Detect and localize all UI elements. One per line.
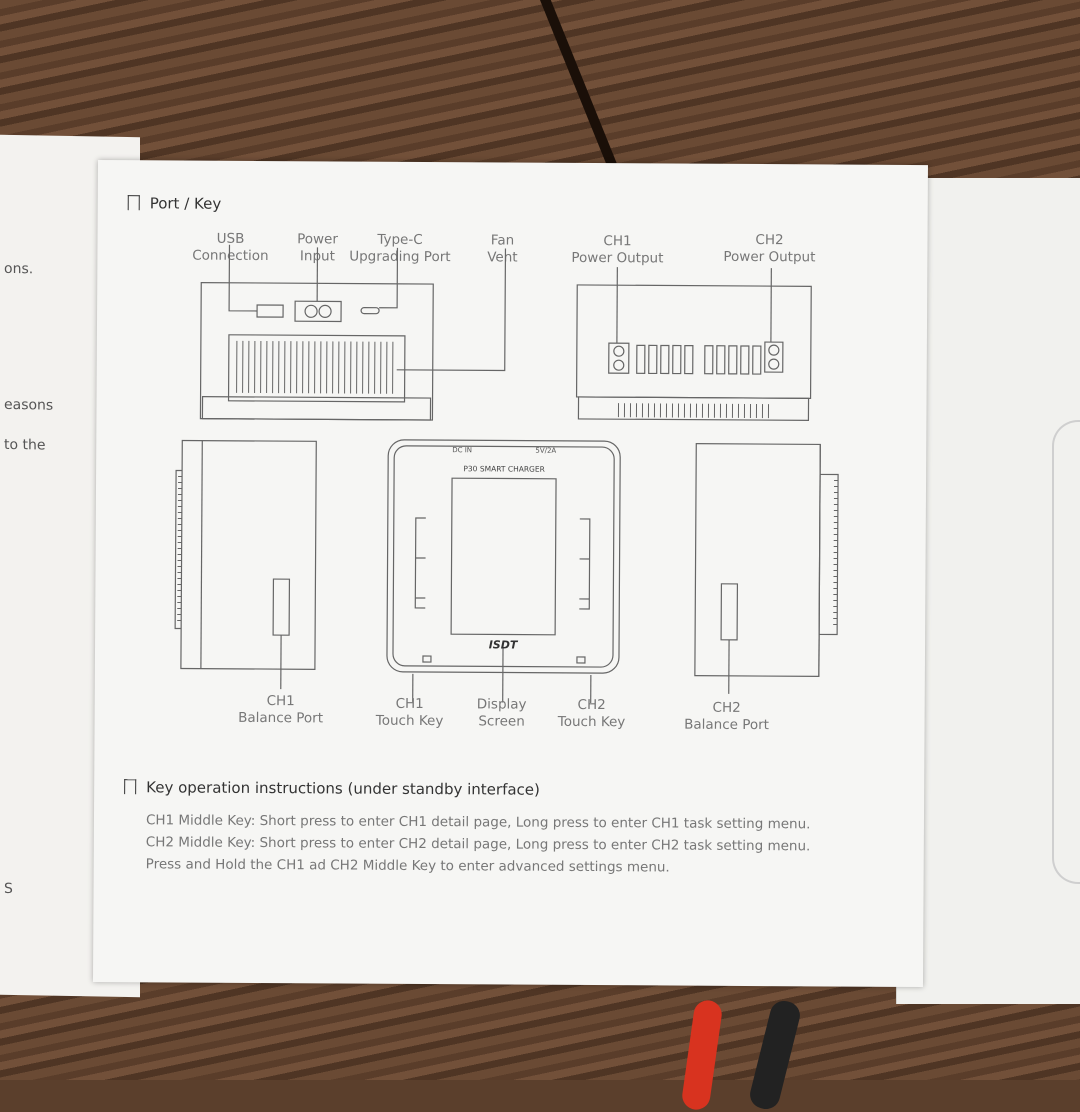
charger-top-view [386,439,621,704]
right-page-device-outline [1052,420,1080,884]
left-page-text-2: easons [4,396,54,414]
charger-side-outputs-view [575,267,812,421]
display-screen-outline [450,477,557,636]
model-name: P30 SMART CHARGER [463,464,545,474]
charger-right-side-view [694,443,839,694]
charger-rear-view [199,244,507,421]
dc-in-label: DC IN [452,446,473,455]
brand-logo: ISDT [488,638,518,652]
instruction-line-3: Press and Hold the CH1 ad CH2 Middle Key… [145,856,670,876]
left-page-text-1: ons. [4,260,34,278]
charger-left-side-view [174,439,317,690]
usb-rating-label: 5V/2A [535,446,557,455]
left-page-text-3: to the [4,436,46,454]
charger-line-drawings [174,244,839,704]
left-page-text-4: S [4,880,13,898]
key-operation-heading: Key operation instructions (under standb… [124,778,540,799]
bookmark-icon [124,779,137,795]
